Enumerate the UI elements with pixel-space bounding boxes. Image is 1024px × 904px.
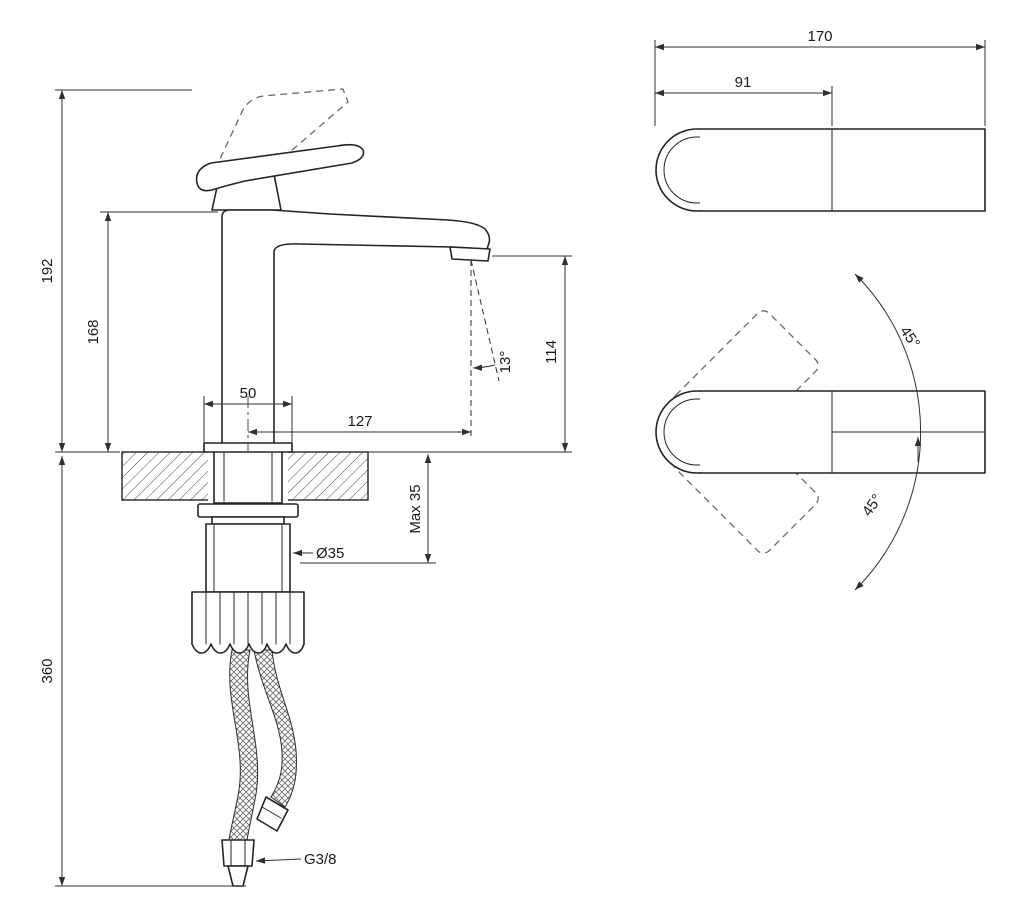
under-counter-assembly [191, 503, 305, 887]
stream-angle-arc [472, 364, 496, 371]
deck-nut-facets [223, 452, 273, 502]
dim-max-counter-thickness: Max 35 [300, 454, 436, 564]
dim-overall-height: 192 [39, 89, 192, 453]
washer [197, 503, 299, 518]
dim-total-length: 170 [654, 28, 986, 126]
top-view: 170 91 [654, 28, 986, 212]
deck-nut [213, 449, 283, 504]
threaded-shank-walls [213, 523, 283, 593]
dim-total-length-extensions [654, 40, 986, 126]
front-view: 13° 192 168 360 50 127 [39, 88, 572, 887]
washer-step [211, 516, 285, 525]
dim-label-overall-height: 192 [39, 258, 56, 283]
hose-hex-nut [221, 839, 255, 867]
dim-label-stream-angle: 13° [497, 351, 514, 374]
dim-hose-thread: G3/8 [255, 851, 337, 868]
hose-cone-tip [227, 865, 249, 887]
dim-label-body-height: 168 [85, 319, 102, 344]
faucet-body-and-spout [221, 209, 491, 453]
hose-second-fitting [256, 796, 289, 832]
mounting-nut-flutes [205, 591, 291, 645]
dim-under-counter-depth: 360 [39, 456, 246, 887]
dim-outlet-height-extensions [368, 255, 572, 453]
aerator [449, 246, 491, 262]
dim-body-height: 168 [85, 211, 218, 452]
dim-label-total-length: 170 [807, 28, 832, 45]
dim-base-width: 50 [203, 385, 293, 452]
dim-hole-diameter: Ø35 [293, 545, 344, 562]
swivel-view: 45° 45° [655, 273, 986, 591]
supply-hose-main [228, 649, 259, 841]
top-view-body [699, 128, 986, 212]
dim-label-body-length: 91 [735, 74, 752, 91]
handle-raised-dashed-outline [204, 88, 349, 200]
faucet-front-outline [195, 88, 491, 453]
dim-body-length: 91 [655, 74, 833, 126]
dim-label-base-width: 50 [240, 385, 257, 402]
countertop-section [121, 442, 369, 504]
water-stream: 13° [470, 259, 514, 438]
hose-hex-nut-facets [230, 839, 246, 867]
dim-label-under-counter-depth: 360 [39, 658, 56, 683]
dim-label-swivel-down: 45° [859, 491, 886, 519]
dim-label-hole-diameter: Ø35 [316, 545, 344, 562]
dim-label-spout-reach: 127 [347, 413, 372, 430]
stream-angled-line [470, 259, 500, 382]
handle-swivel-down-dashed [672, 407, 819, 554]
dim-label-max-thickness: Max 35 [407, 484, 424, 533]
dim-label-hose-thread: G3/8 [304, 851, 337, 868]
handle-lever [195, 143, 365, 192]
dim-overall-height-extensions [55, 89, 192, 453]
dim-outlet-height: 114 [368, 255, 572, 453]
hose-second-fitting-line [261, 806, 282, 819]
dim-label-swivel-up: 45° [896, 323, 923, 351]
dim-label-outlet-height: 114 [543, 340, 560, 364]
supply-hose-second [253, 649, 297, 808]
threaded-shank [205, 523, 291, 593]
mounting-nut-scallops [191, 643, 305, 654]
swivel-arc [854, 273, 922, 591]
dim-hose-thread-leader [255, 857, 302, 864]
dim-spout-reach: 127 [248, 413, 471, 436]
